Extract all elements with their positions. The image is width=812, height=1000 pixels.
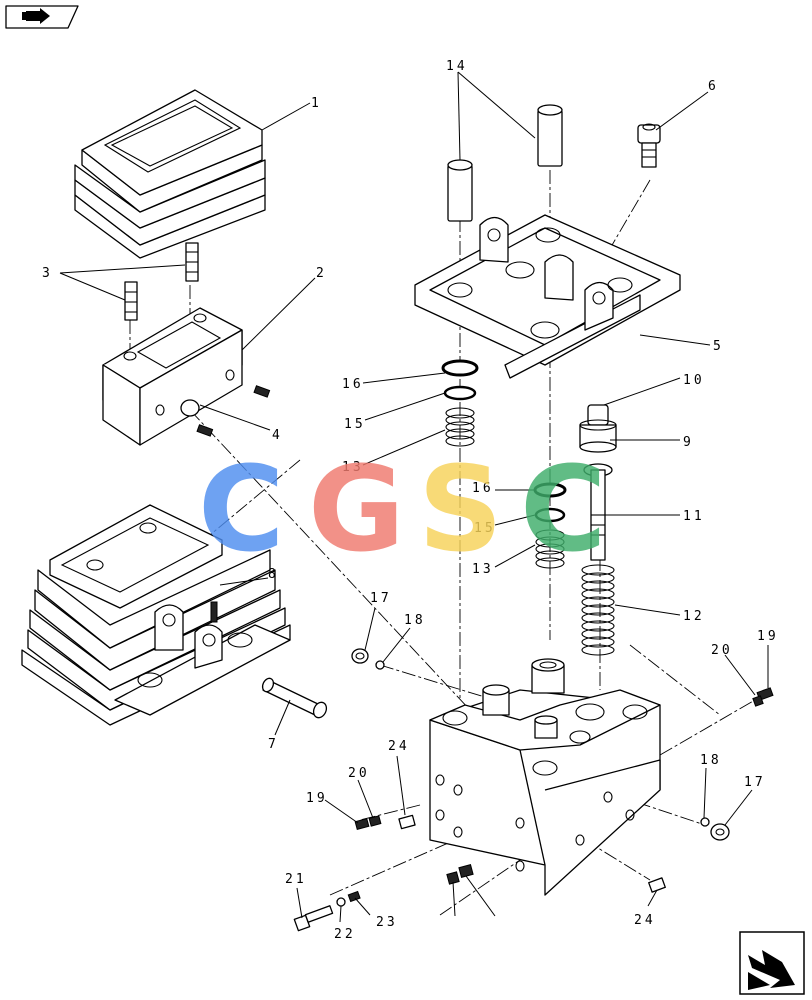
callout-6: 6 bbox=[708, 79, 719, 94]
callout-11: 11 bbox=[683, 509, 705, 524]
leader-lines bbox=[59, 71, 769, 923]
pivot-pin bbox=[261, 677, 328, 719]
watermark: C G S C bbox=[198, 440, 607, 578]
callout-17-left: 17 bbox=[370, 591, 392, 606]
socket-head-screw bbox=[637, 123, 661, 168]
plunger-assembly bbox=[579, 404, 617, 561]
callout-12: 12 bbox=[683, 609, 705, 624]
callout-8: 8 bbox=[268, 567, 279, 582]
callout-labels: 1 2 3 4 5 6 7 8 9 10 11 12 13 13 14 15 1… bbox=[42, 59, 779, 942]
callout-2: 2 bbox=[316, 266, 327, 281]
callout-5: 5 bbox=[713, 339, 724, 354]
mounting-plate bbox=[102, 307, 243, 446]
left-spring-stack bbox=[441, 359, 479, 447]
callout-16-right: 16 bbox=[472, 481, 494, 496]
watermark-letter-1: C bbox=[198, 440, 285, 578]
rubber-boot-lower bbox=[21, 504, 291, 726]
callout-18-left: 18 bbox=[404, 613, 426, 628]
callout-1: 1 bbox=[311, 96, 322, 111]
callout-4: 4 bbox=[272, 428, 283, 443]
callout-24-right: 24 bbox=[634, 913, 656, 928]
callout-13-right: 13 bbox=[472, 562, 494, 577]
watermark-letter-3: S bbox=[418, 440, 503, 578]
pins bbox=[447, 104, 563, 222]
callout-9: 9 bbox=[683, 435, 694, 450]
callout-7: 7 bbox=[268, 737, 279, 752]
watermark-letter-4: C bbox=[520, 440, 607, 578]
lever-bracket-plate bbox=[414, 214, 681, 379]
callout-17-right: 17 bbox=[744, 775, 766, 790]
navigate-arrow-icon[interactable] bbox=[5, 5, 79, 29]
lever-bracket-lower bbox=[114, 601, 291, 716]
callout-19-right: 19 bbox=[757, 629, 779, 644]
fittings bbox=[293, 648, 774, 932]
callout-20-right: 20 bbox=[711, 643, 733, 658]
callout-10: 10 bbox=[683, 373, 705, 388]
callout-18-right: 18 bbox=[700, 753, 722, 768]
callout-13-left: 13 bbox=[342, 460, 364, 475]
rubber-boot-upper bbox=[74, 89, 266, 259]
callout-3: 3 bbox=[42, 266, 53, 281]
long-spring bbox=[581, 564, 615, 656]
callout-23: 23 bbox=[376, 915, 398, 930]
callout-16-left: 16 bbox=[342, 377, 364, 392]
watermark-letter-2: G bbox=[308, 440, 405, 578]
callout-24-left: 24 bbox=[388, 739, 410, 754]
callout-22: 22 bbox=[334, 927, 356, 942]
valve-body bbox=[429, 658, 661, 896]
set-screws bbox=[196, 385, 271, 437]
next-page-arrow-icon[interactable] bbox=[739, 931, 805, 995]
callout-21: 21 bbox=[285, 872, 307, 887]
stud-bolts bbox=[124, 242, 199, 321]
callout-14: 14 bbox=[446, 59, 468, 74]
callout-19-left: 19 bbox=[306, 791, 328, 806]
callout-15-left: 15 bbox=[344, 417, 366, 432]
callout-20-left: 20 bbox=[348, 766, 370, 781]
callout-15-right: 15 bbox=[474, 521, 496, 536]
